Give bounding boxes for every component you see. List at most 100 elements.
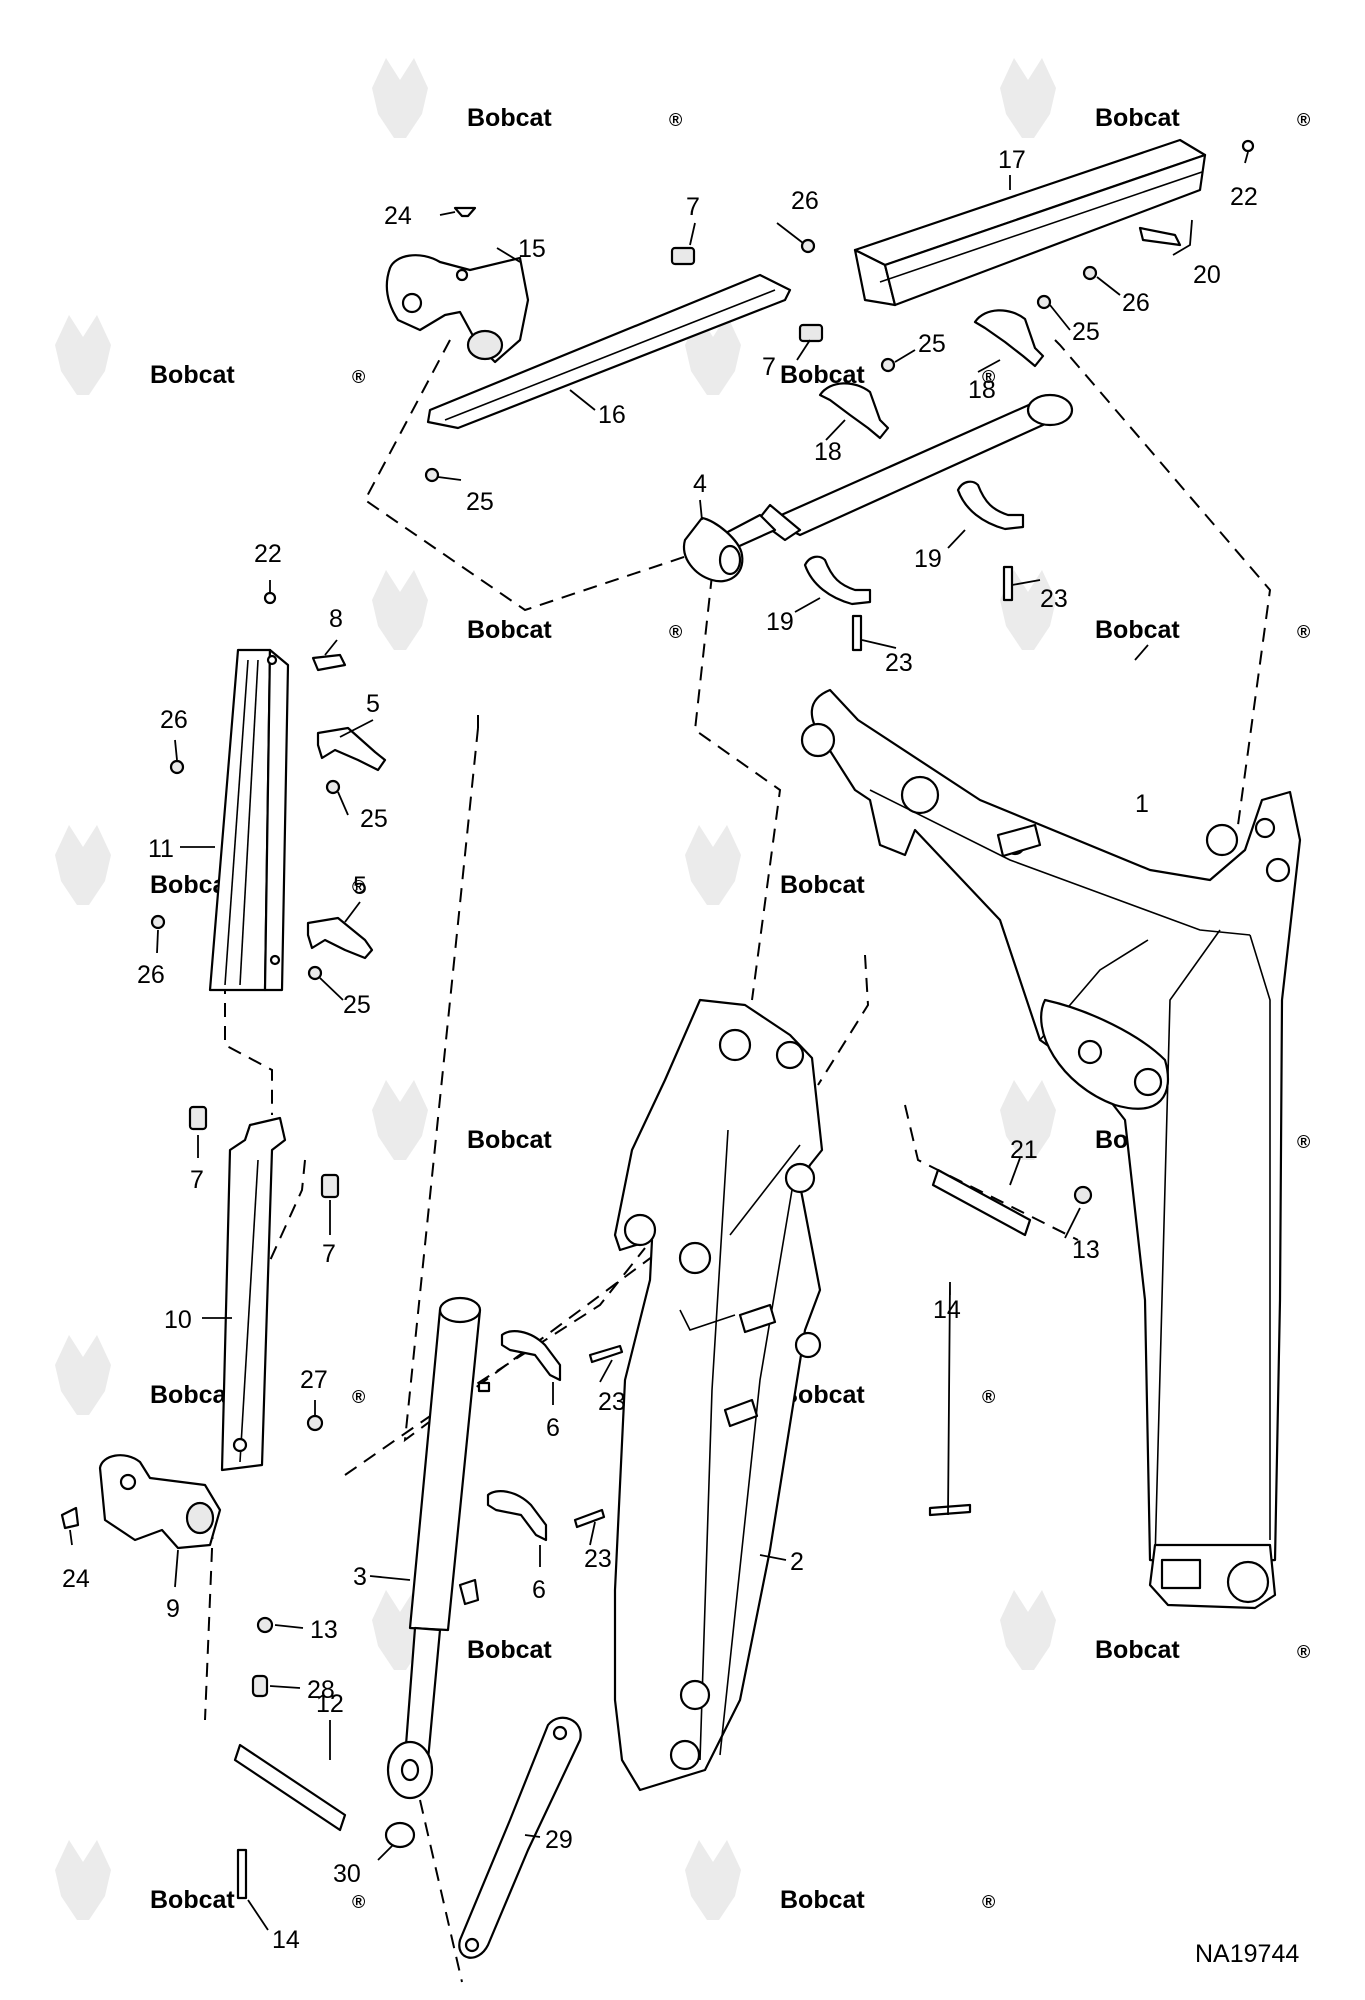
callout-18a: 18 [968, 376, 996, 404]
leader-line [369, 1575, 411, 1581]
arm-body [613, 998, 824, 1792]
guard-ridge [239, 659, 259, 986]
watermark-text: Bobcat [467, 616, 552, 644]
callout-24a: 24 [384, 202, 412, 230]
callout-26a: 26 [791, 187, 819, 215]
leader-line [247, 1899, 269, 1931]
watermark-mark: ® [352, 1387, 365, 1407]
arm-pin-hole [678, 1241, 712, 1275]
bracket-bushing [466, 329, 504, 361]
washer-30 [384, 1821, 416, 1849]
boom-weld-line [869, 789, 1251, 936]
nut-25 [1036, 294, 1052, 310]
boom-weld-line [1154, 929, 1221, 1561]
leader-line [699, 499, 703, 521]
callout-26c: 26 [160, 706, 188, 734]
cylinder-rod-gland [756, 503, 802, 542]
boom-body [810, 688, 1302, 1567]
leader-line [1244, 151, 1249, 164]
watermark-text: Bobcat [467, 1126, 552, 1154]
leader-line [947, 529, 966, 549]
bobcat-watermark: Bobcat ® [372, 58, 682, 138]
nut-26 [800, 238, 816, 254]
pin-12 [233, 1743, 347, 1832]
callout-5b: 5 [353, 872, 367, 900]
callout-7b: 7 [762, 353, 776, 381]
leader-line [794, 597, 821, 613]
part-bracket-lower [98, 1454, 222, 1550]
callout-24b: 24 [62, 1565, 90, 1593]
bracket-bushing [185, 1501, 215, 1535]
assembly-line [204, 1524, 214, 1721]
hose-plate [220, 1116, 287, 1472]
arm-pin-hole [794, 1331, 822, 1359]
assembly-guide-lines [204, 339, 1272, 1983]
nut-27 [306, 1414, 324, 1432]
leader-lines [69, 151, 1249, 1931]
part-arm-cylinder [386, 1296, 491, 1800]
watermark-mark: ® [1297, 622, 1310, 642]
link-29-hole [552, 1725, 568, 1741]
leader-line [337, 791, 349, 816]
watermark-text: Bobcat [1095, 104, 1180, 132]
callout-27: 27 [300, 1366, 328, 1394]
leader-line [599, 1359, 613, 1383]
bobcat-watermark: Bobcat ® [372, 570, 682, 650]
leader-line [69, 1529, 73, 1546]
boom-tip-pin-hole [1254, 817, 1276, 839]
leader-line [689, 222, 696, 246]
leader-line [174, 1549, 179, 1588]
watermark-text: Bobcat [1095, 616, 1180, 644]
callout-14a: 14 [933, 1296, 961, 1324]
arm-pin-hole [669, 1739, 701, 1771]
callout-28: 28 [307, 1676, 335, 1704]
hose-plate-edge [444, 289, 776, 421]
part-boom [800, 688, 1302, 1610]
part-arm [613, 998, 824, 1792]
leader-line [1009, 1157, 1021, 1186]
assembly-line [344, 1247, 646, 1476]
leader-line [174, 739, 178, 761]
pad-7 [798, 323, 824, 343]
clamp-5 [306, 916, 374, 960]
arm-pin-hole [775, 1040, 805, 1070]
clamp-5 [316, 726, 387, 772]
callout-15: 15 [518, 235, 546, 263]
assembly-line [363, 339, 706, 612]
nut-25 [325, 779, 341, 795]
clamp-19 [956, 480, 1025, 531]
callout-6b: 6 [532, 1576, 546, 1604]
watermark-mark: ® [1297, 1642, 1310, 1662]
guard-ridge [224, 659, 249, 986]
boom-cylinder-pin-hole [1133, 1067, 1163, 1097]
clip-8 [311, 653, 347, 672]
boom-base-pin-hole [800, 722, 836, 758]
callout-23b: 23 [885, 649, 913, 677]
leader-line [377, 1844, 394, 1861]
callout-19b: 19 [766, 608, 794, 636]
part-bracket-upper [385, 254, 530, 364]
leader-line [589, 1521, 596, 1546]
callout-10: 10 [164, 1306, 192, 1334]
bobcat-watermark: Bobcat ® [55, 825, 365, 905]
watermark-mark: ® [669, 622, 682, 642]
watermark-text: Bobcat [150, 361, 235, 389]
bobcat-watermark: Bobcat ® [1000, 570, 1310, 650]
nut-26 [150, 914, 166, 930]
watermark-text: Bobcat [467, 104, 552, 132]
leader-line [1064, 1207, 1081, 1239]
arm-pin-hole [784, 1162, 816, 1194]
part-boom-cylinder [682, 393, 1074, 583]
leader-line [1172, 219, 1193, 256]
boom-foot-pin [1226, 1560, 1270, 1604]
callout-labels: 1 2 3 4 5 5 6 6 7 7 7 7 8 9 10 11 12 13 … [62, 146, 1258, 1954]
bobcat-watermark: Bobcat ® [1000, 1590, 1310, 1670]
callout-11: 11 [148, 835, 174, 863]
guard-hole [269, 954, 281, 966]
leader-line [319, 977, 344, 1001]
nut-25 [307, 965, 323, 981]
callout-2: 2 [790, 1548, 804, 1576]
clamp-18 [973, 309, 1045, 368]
bolt-23 [588, 1344, 624, 1364]
nut-13 [256, 1616, 274, 1634]
